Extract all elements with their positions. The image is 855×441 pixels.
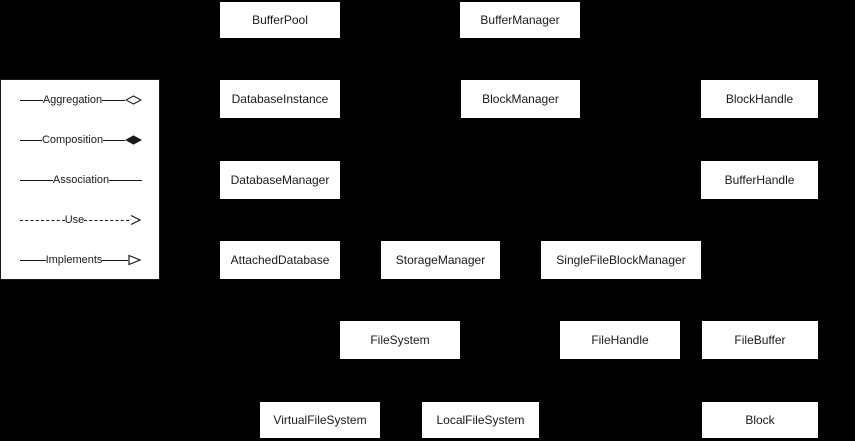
class-node-blockmanager: BlockManager <box>461 80 580 118</box>
legend-row-association: Association <box>20 170 143 190</box>
legend-line <box>109 179 143 181</box>
class-node-localfilesystem: LocalFileSystem <box>422 402 539 438</box>
class-node-buffermanager: BufferManager <box>460 2 580 38</box>
legend-label: Association <box>52 173 110 186</box>
class-node-databaseinstance: DatabaseInstance <box>220 80 340 118</box>
legend-row-use: Use <box>20 210 142 230</box>
class-node-bufferpool: BufferPool <box>220 2 340 38</box>
class-node-databasemanager: DatabaseManager <box>220 161 340 199</box>
legend-dashed-line <box>20 219 65 221</box>
class-node-filesystem: FileSystem <box>340 321 460 359</box>
legend-panel: Aggregation Composition Association Use <box>0 79 160 280</box>
legend-label: Implements <box>45 253 103 266</box>
legend-label: Aggregation <box>42 93 103 106</box>
class-node-storagemanager: StorageManager <box>381 241 500 279</box>
class-node-virtualfilesystem: VirtualFileSystem <box>260 402 380 438</box>
filled-diamond-icon <box>125 135 143 145</box>
class-node-bufferhandle: BufferHandle <box>701 161 818 199</box>
open-arrow-icon <box>130 214 142 226</box>
legend-line <box>20 99 43 101</box>
legend-line <box>20 259 46 261</box>
legend-line <box>20 179 53 181</box>
class-node-singlefileblockmanager: SingleFileBlockManager <box>541 241 701 279</box>
legend-line <box>103 139 126 141</box>
class-node-filehandle: FileHandle <box>560 321 680 359</box>
legend-label: Use <box>64 213 85 226</box>
legend-row-composition: Composition <box>20 130 143 150</box>
legend-row-aggregation: Aggregation <box>20 90 143 110</box>
legend-row-implements: Implements <box>20 250 142 270</box>
legend-line <box>102 99 126 101</box>
class-node-attacheddatabase: AttachedDatabase <box>220 241 340 279</box>
class-node-filebuffer: FileBuffer <box>702 321 818 359</box>
legend-line <box>20 139 42 141</box>
class-node-block: Block <box>702 402 818 438</box>
legend-line <box>102 259 129 261</box>
legend-label: Composition <box>41 133 104 146</box>
hollow-triangle-icon <box>128 254 142 266</box>
hollow-diamond-icon <box>125 95 143 105</box>
class-node-blockhandle: BlockHandle <box>701 80 818 118</box>
legend-dashed-line <box>84 219 129 221</box>
